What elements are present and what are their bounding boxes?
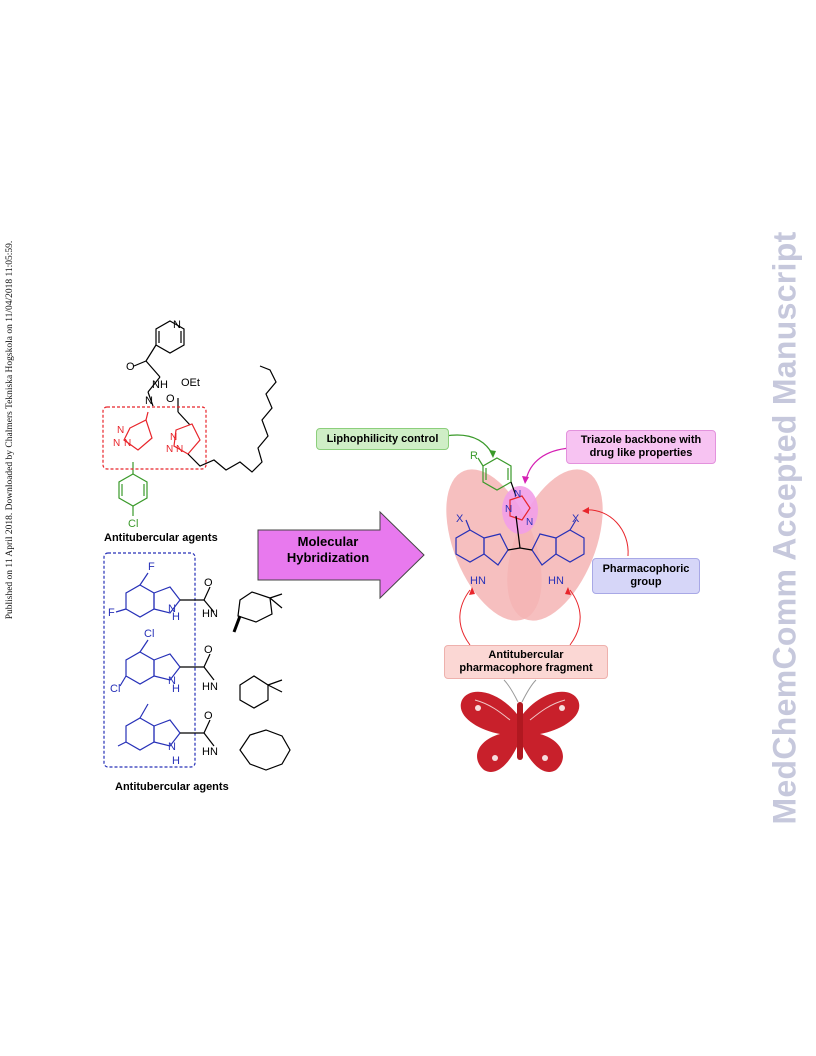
svg-text:Cl: Cl xyxy=(144,628,154,640)
svg-text:N: N xyxy=(168,675,176,687)
atom-n-pyr: N xyxy=(173,319,181,331)
butterfly-image xyxy=(460,679,580,772)
triazole-box: Triazole backbone with drug like propert… xyxy=(566,430,716,464)
hybridization-arrow xyxy=(257,510,425,600)
arrow-line2: Hybridization xyxy=(286,550,370,565)
svg-text:N: N xyxy=(168,603,176,615)
svg-text:N: N xyxy=(170,432,177,443)
svg-text:N: N xyxy=(145,395,153,407)
svg-text:OEt: OEt xyxy=(181,377,200,389)
pharmacophoric-box: Pharmacophoric group xyxy=(592,558,700,594)
svg-text:H: H xyxy=(172,611,180,623)
arrow-line1: Molecular xyxy=(297,534,359,549)
svg-text:N: N xyxy=(526,517,533,528)
hybrid-design xyxy=(444,434,629,646)
svg-text:HN: HN xyxy=(548,575,564,587)
svg-text:HN: HN xyxy=(202,608,218,620)
fragment-box: Antitubercular pharmacophore fragment xyxy=(444,645,608,679)
svg-text:O: O xyxy=(166,393,175,405)
bottom-left-molecules xyxy=(103,552,291,771)
svg-text:N: N xyxy=(176,444,183,455)
svg-text:N: N xyxy=(124,438,131,449)
svg-text:R: R xyxy=(470,450,478,462)
bottom-label: Antitubercular agents xyxy=(115,781,229,793)
svg-text:O: O xyxy=(204,644,213,656)
svg-text:N: N xyxy=(113,438,120,449)
svg-text:X: X xyxy=(572,513,580,525)
svg-text:N: N xyxy=(514,489,521,500)
svg-text:HN: HN xyxy=(470,575,486,587)
svg-text:F: F xyxy=(108,607,115,619)
svg-text:N: N xyxy=(505,504,512,515)
svg-text:O: O xyxy=(204,577,213,589)
top-left-molecule xyxy=(102,320,277,516)
svg-text:HN: HN xyxy=(202,746,218,758)
arrow-label: Molecular Hybridization xyxy=(268,534,388,566)
liphophilicity-box: Liphophilicity control xyxy=(316,428,449,450)
svg-text:NH: NH xyxy=(152,379,168,391)
svg-text:F: F xyxy=(148,561,155,573)
svg-text:N: N xyxy=(166,444,173,455)
svg-text:O: O xyxy=(126,361,135,373)
svg-text:O: O xyxy=(204,710,213,722)
svg-text:N: N xyxy=(117,425,124,436)
top-label: Antitubercular agents xyxy=(104,532,218,544)
svg-text:N: N xyxy=(168,741,176,753)
svg-text:Cl: Cl xyxy=(128,518,138,530)
svg-text:HN: HN xyxy=(202,681,218,693)
svg-text:X: X xyxy=(456,513,464,525)
svg-text:H: H xyxy=(172,683,180,695)
svg-text:Cl: Cl xyxy=(110,683,120,695)
svg-text:H: H xyxy=(172,755,180,767)
